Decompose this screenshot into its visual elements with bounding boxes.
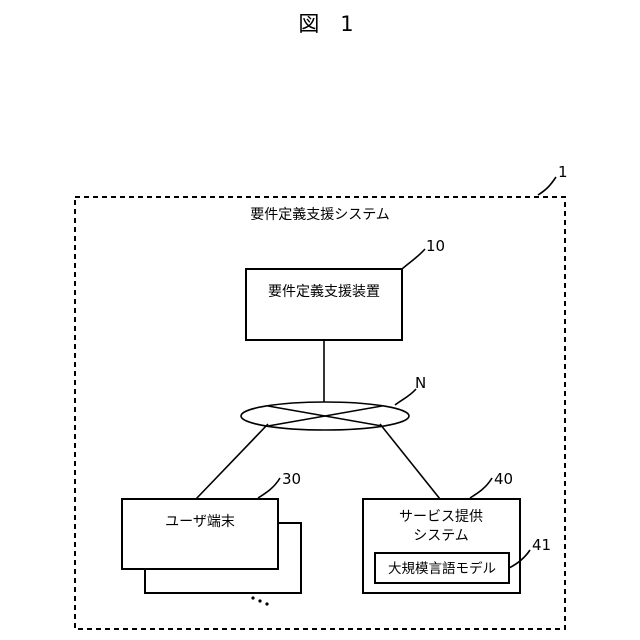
system-ref: 1 [558,163,568,181]
system-ref-leader [538,177,556,195]
device-ref-leader [402,249,425,269]
service-ref: 40 [494,470,513,488]
service-label-line1: サービス提供 [399,509,483,525]
user-terminal-label: ユーザ端末 [165,514,235,530]
llm-ref: 41 [532,536,551,554]
system-label: 要件定義支援システム [250,206,390,223]
figure-title: 図 1 [298,12,353,36]
service-ref-leader [470,478,492,498]
device-ref: 10 [426,237,445,255]
device-label: 要件定義支援装置 [268,283,380,300]
llm-label: 大規模言語モデル [388,560,496,577]
network-ref-leader [395,389,416,405]
user-terminal-ref: 30 [282,470,301,488]
requirements-support-device [246,269,402,340]
user-terminal [122,499,278,569]
user-terminal-ref-leader [258,478,280,498]
network-service-link [380,424,440,499]
more-terminals-ellipsis [251,596,268,605]
network-terminal-link [196,424,268,499]
service-label-line2: システム [413,528,469,544]
network-ref: N [415,374,426,392]
